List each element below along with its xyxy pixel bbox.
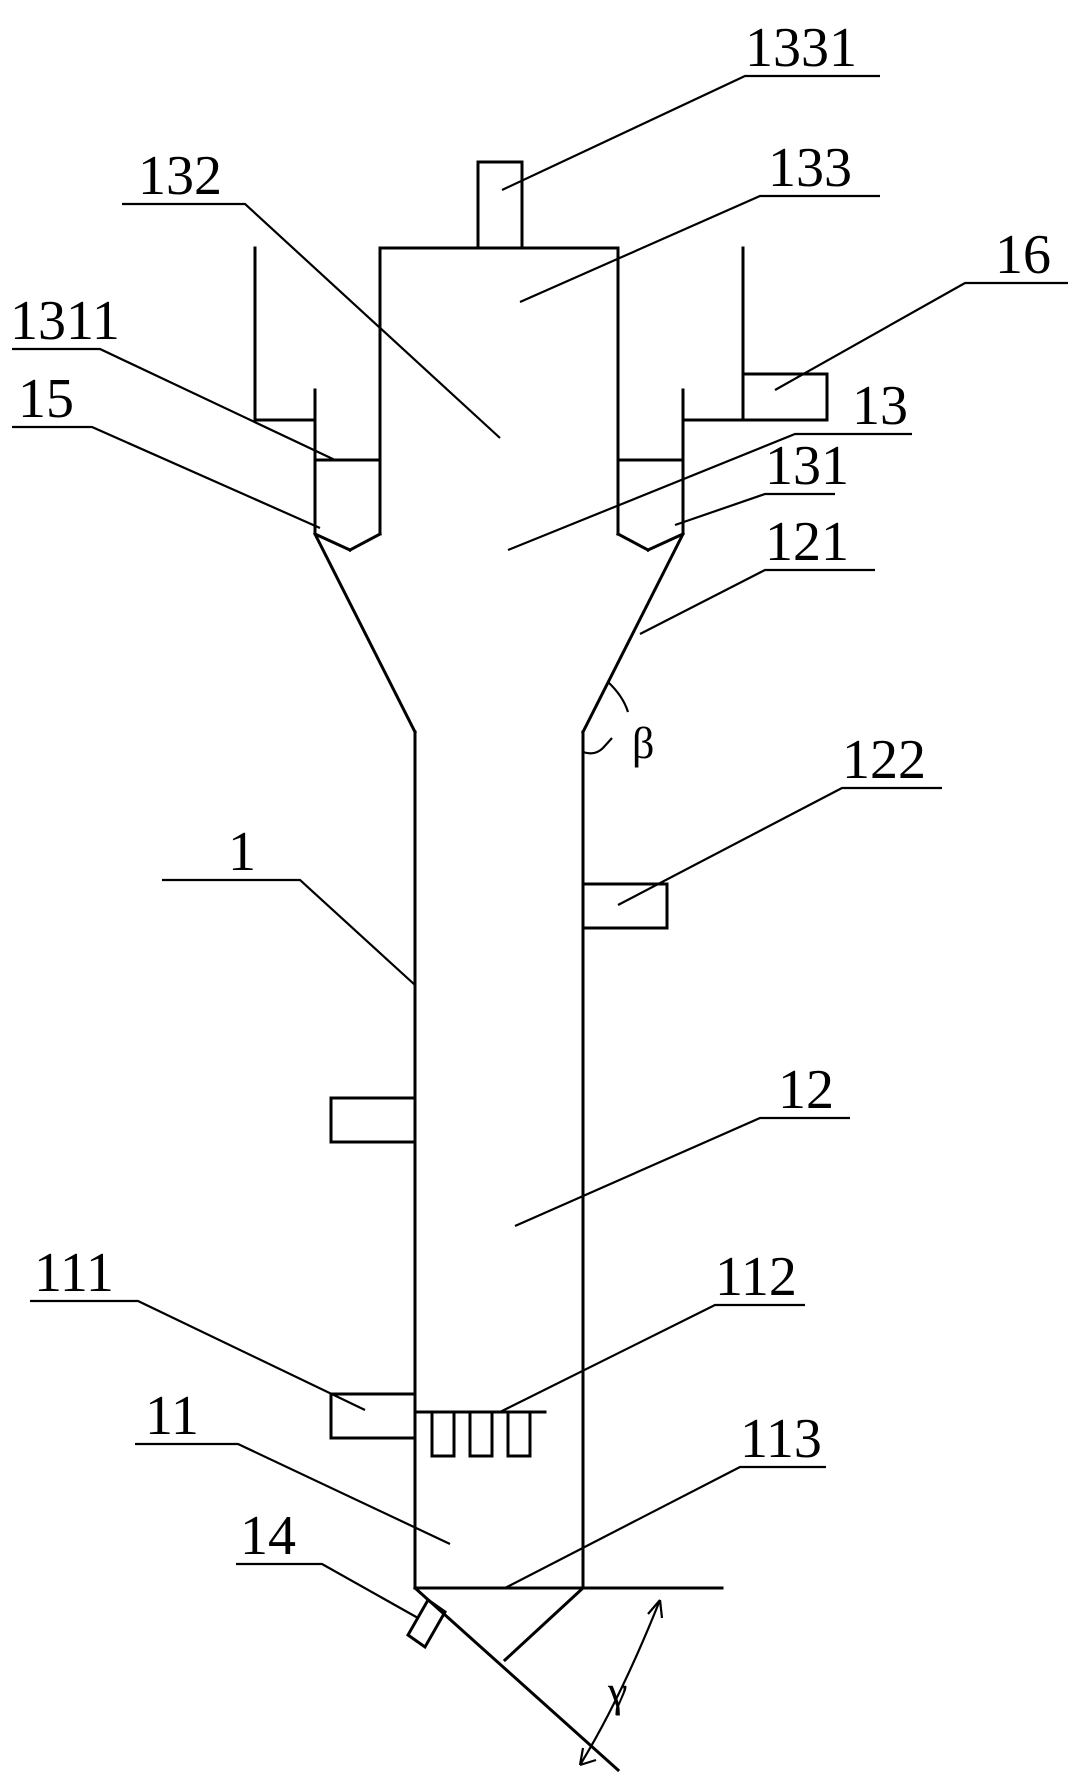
angle-gamma: γ xyxy=(607,1667,627,1716)
leader-122 xyxy=(617,786,942,906)
outer-annulus-left xyxy=(313,388,352,552)
discharge-nozzle-14 xyxy=(406,1597,447,1650)
outer-jacket-right xyxy=(681,246,745,422)
leader-131 xyxy=(674,492,835,527)
leader-11 xyxy=(135,1442,451,1545)
leader-1311 xyxy=(12,347,336,461)
inclined-line-short xyxy=(502,1585,586,1663)
leader-16 xyxy=(774,281,1068,391)
label-1: 1 xyxy=(228,821,256,883)
label-122: 122 xyxy=(842,729,926,791)
leader-113 xyxy=(504,1465,826,1589)
label-1311: 1311 xyxy=(10,290,120,352)
distributor-cap-1 xyxy=(430,1410,456,1458)
leader-1331 xyxy=(501,74,880,191)
label-111: 111 xyxy=(34,1242,114,1304)
inclined-line-long xyxy=(412,1585,621,1773)
beta-arc-lower xyxy=(582,737,613,755)
vessel-outline xyxy=(253,160,829,1773)
distributor-cap-2 xyxy=(468,1410,494,1458)
label-112: 112 xyxy=(715,1246,797,1308)
top-outlet-nozzle xyxy=(476,160,524,250)
leader-111 xyxy=(30,1299,366,1411)
label-11: 11 xyxy=(145,1385,199,1447)
side-nozzle-left xyxy=(329,1096,417,1144)
label-131: 131 xyxy=(765,435,849,497)
label-133: 133 xyxy=(768,137,852,199)
gamma-arc xyxy=(579,1599,662,1766)
label-132: 132 xyxy=(138,145,222,207)
leader-112 xyxy=(499,1303,805,1413)
leader-132 xyxy=(122,202,501,439)
leader-121 xyxy=(639,568,875,635)
leader-14 xyxy=(236,1562,419,1619)
inner-chamfer-left xyxy=(347,531,383,553)
part-labels: 1331 133 132 16 1311 15 13 131 121 122 1… xyxy=(10,17,1051,1567)
angle-marks: β γ xyxy=(578,681,664,1767)
leader-133 xyxy=(519,194,880,304)
label-113: 113 xyxy=(740,1408,822,1470)
label-15: 15 xyxy=(18,368,74,430)
outer-annulus-right xyxy=(646,388,685,552)
leader-13 xyxy=(507,432,912,552)
gamma-arrow-bottom xyxy=(578,1747,597,1767)
distributor-cap-3 xyxy=(506,1410,532,1458)
leader-1 xyxy=(162,878,416,986)
label-121: 121 xyxy=(765,511,849,573)
top-chamber xyxy=(378,246,620,536)
label-13: 13 xyxy=(852,375,908,437)
nozzle-122 xyxy=(581,882,669,930)
label-12: 12 xyxy=(778,1059,834,1121)
inner-chamfer-right xyxy=(615,531,651,553)
gamma-arrow-top xyxy=(647,1599,664,1619)
angle-beta: β xyxy=(632,719,654,768)
cone-right xyxy=(580,531,686,735)
label-1331: 1331 xyxy=(745,17,857,79)
nozzle-16 xyxy=(741,372,829,422)
cone-left xyxy=(312,531,418,735)
nozzle-111 xyxy=(329,1392,417,1440)
leader-12 xyxy=(514,1116,850,1228)
beta-arc-upper xyxy=(607,681,630,713)
leader-lines xyxy=(12,74,1068,1619)
label-16: 16 xyxy=(995,224,1051,286)
label-14: 14 xyxy=(240,1505,296,1567)
leader-15 xyxy=(12,425,321,530)
outer-jacket-left xyxy=(253,246,317,422)
